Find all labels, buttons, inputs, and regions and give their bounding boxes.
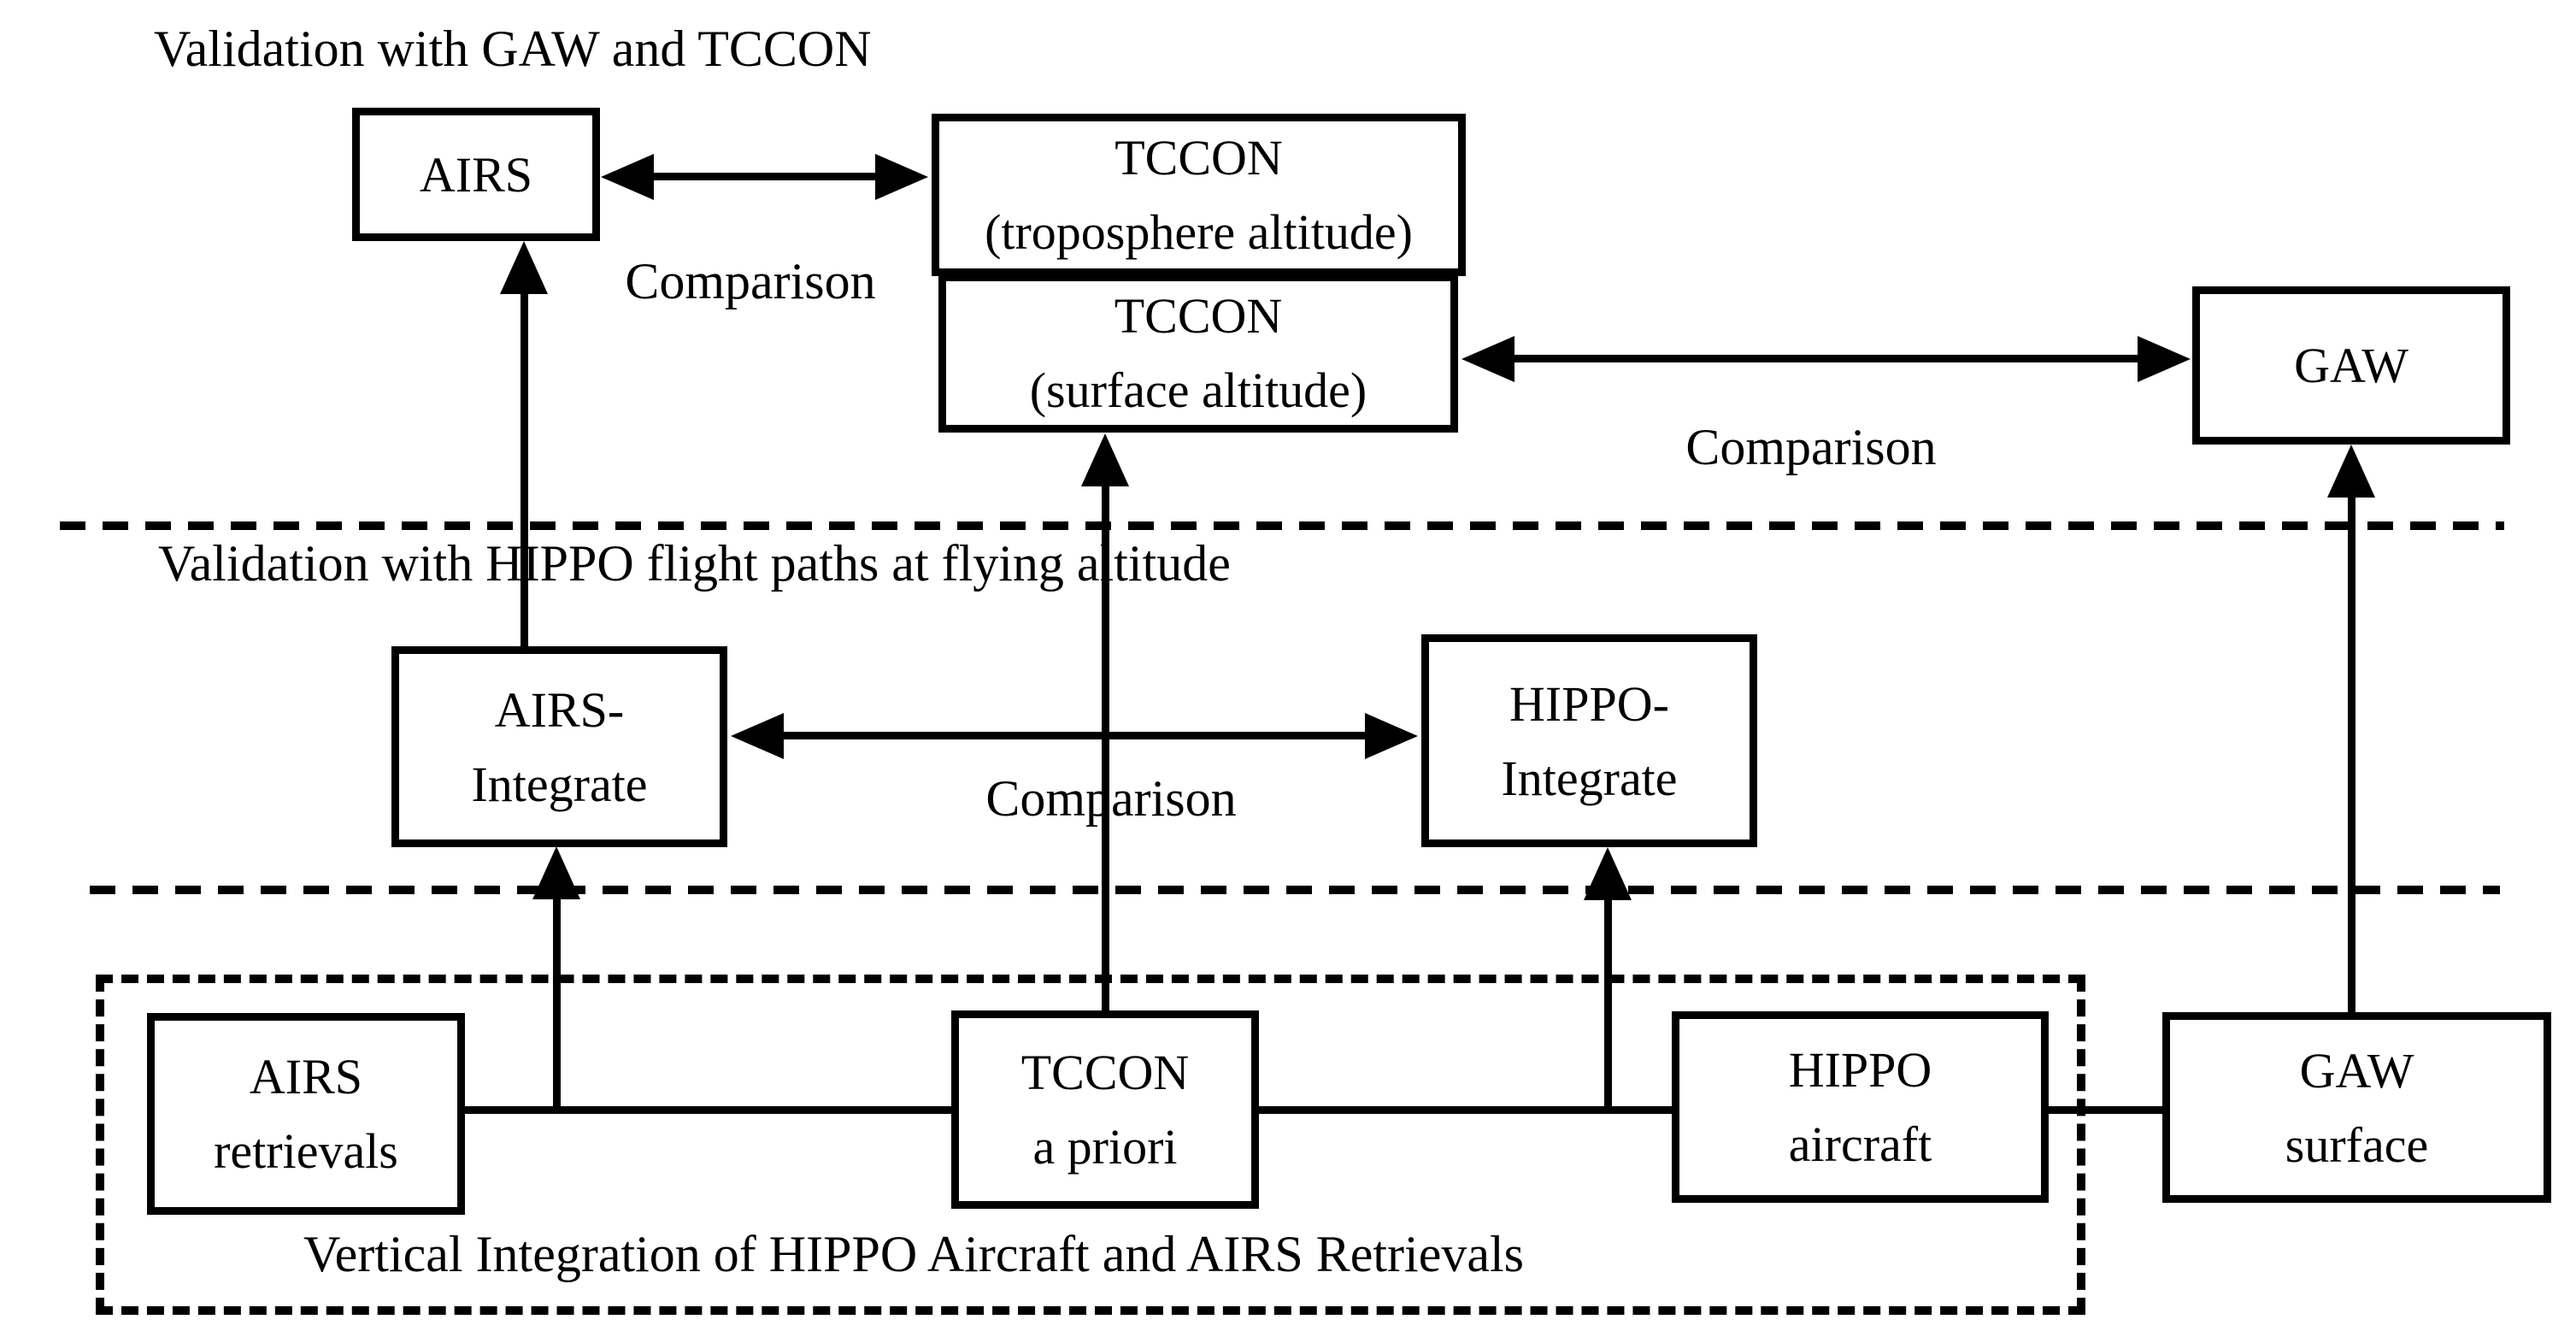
arrow-up-icon [500, 241, 548, 294]
section-title-middle: Validation with HIPPO flight paths at fl… [158, 535, 1231, 592]
arrow-to-airs-integrate-line [553, 892, 561, 1110]
arrow-up-icon [2327, 445, 2375, 498]
box-sublabel: Integrate [471, 756, 648, 812]
box-airs-retrievals: AIRS retrievals [147, 1013, 465, 1215]
box-sublabel: surface [2285, 1116, 2429, 1173]
box-hippo-aircraft: HIPPO aircraft [1672, 1011, 2049, 1203]
arrow-left-icon [1461, 336, 1514, 382]
box-tccon-a-priori: TCCON a priori [951, 1010, 1259, 1209]
arrow-up-icon [532, 846, 580, 899]
box-tccon-troposphere: TCCON (troposphere altitude) [932, 114, 1466, 276]
comparison-label-integrate: Comparison [985, 770, 1237, 827]
connector-tccon-a-priori-to-hippo-aircraft [1259, 1106, 1672, 1114]
box-tccon-surface: TCCON (surface altitude) [938, 274, 1458, 433]
box-sublabel: a priori [1032, 1119, 1178, 1175]
arrow-right-icon [2138, 336, 2191, 382]
box-label: GAW [2299, 1042, 2414, 1099]
comparison-label-tccon-gaw: Comparison [1685, 419, 1937, 475]
box-sublabel: (surface altitude) [1029, 362, 1367, 418]
section-divider-top [60, 521, 2504, 530]
box-sublabel: retrievals [214, 1123, 398, 1179]
box-sublabel: (troposphere altitude) [985, 204, 1413, 260]
box-gaw: GAW [2192, 286, 2510, 445]
box-label: TCCON [1115, 130, 1283, 186]
arrow-airs-tccon-line [645, 173, 884, 180]
arrow-tccon-gaw-line [1504, 355, 2148, 362]
arrow-right-icon [875, 154, 928, 200]
arrow-right-icon [1365, 713, 1418, 759]
box-label: AIRS [249, 1049, 363, 1104]
arrow-up-icon [1584, 847, 1632, 900]
comparison-label-airs-tccon: Comparison [625, 253, 876, 309]
arrow-integrate-comparison-line [773, 732, 1375, 739]
arrow-to-hippo-integrate-line [1604, 892, 1612, 1110]
box-gaw-surface: GAW surface [2162, 1012, 2551, 1203]
box-sublabel: Integrate [1501, 750, 1678, 806]
connector-hippo-aircraft-to-gaw-surface [2049, 1106, 2167, 1114]
box-airs: AIRS [352, 108, 600, 241]
vertical-integration-dashed-region [96, 975, 2085, 1315]
box-airs-integrate: AIRS- Integrate [391, 646, 727, 847]
box-label: TCCON [1020, 1045, 1190, 1100]
section-title-top: Validation with GAW and TCCON [154, 21, 872, 77]
arrow-gaw-surface-to-gaw-line [2348, 490, 2355, 1012]
box-label: TCCON [1114, 288, 1283, 344]
section-divider-middle [90, 886, 2500, 894]
connector-airs-retrievals-to-tccon-a-priori [465, 1106, 951, 1114]
box-hippo-integrate: HIPPO- Integrate [1421, 634, 1757, 847]
arrow-up-icon [1081, 433, 1129, 486]
box-label: GAW [2294, 338, 2408, 393]
box-sublabel: aircraft [1788, 1116, 1932, 1172]
box-label: AIRS [419, 146, 533, 203]
arrow-left-icon [731, 713, 784, 759]
arrow-tccon-a-priori-to-tccon-surface-line [1102, 479, 1109, 1010]
arrow-left-icon [601, 154, 654, 200]
box-label: AIRS- [494, 681, 625, 738]
section-title-bottom: Vertical Integration of HIPPO Aircraft a… [303, 1226, 1524, 1282]
box-label: HIPPO [1788, 1042, 1932, 1098]
box-label: HIPPO- [1509, 675, 1669, 732]
arrow-airs-integrate-to-airs-line [520, 286, 528, 646]
